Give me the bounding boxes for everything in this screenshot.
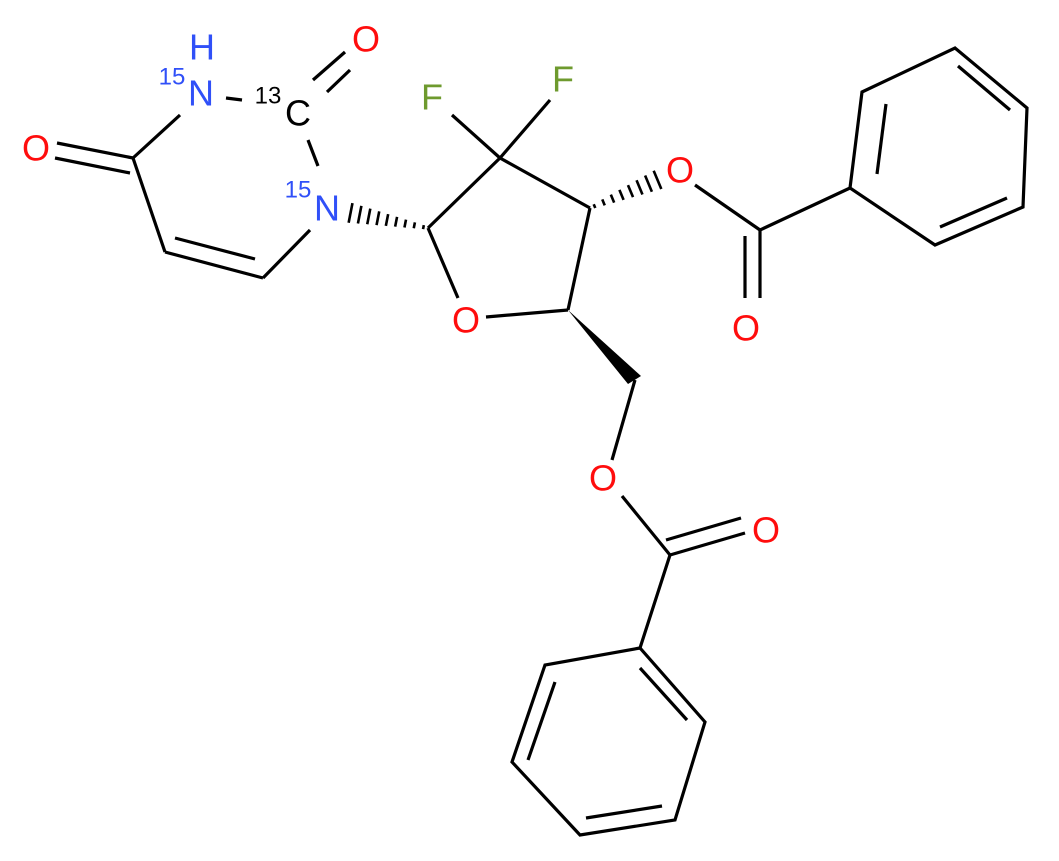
bond-c3-c2 [499, 156, 591, 210]
atom-o-ester5: O [589, 458, 617, 499]
isotope-c2: 13 [255, 83, 282, 110]
bond-n3-c4 [131, 113, 182, 160]
bond-c-o-carbonyl5 [669, 531, 746, 557]
hash-stroke [618, 189, 625, 201]
hash-stroke [384, 213, 390, 227]
bond-carbonyl3-phenyl [759, 186, 851, 232]
atom-o-c4: O [22, 128, 50, 169]
bond-o5-carbonyl5 [620, 494, 672, 557]
phenyl-2-double-a [526, 681, 557, 761]
hash-stroke [592, 203, 597, 209]
bond-o-carbonyl3 [694, 183, 761, 232]
phenyl-2-double-c [638, 666, 689, 722]
isotope-n1: 15 [285, 177, 312, 204]
hash-stroke [375, 211, 381, 226]
hash-stroke [652, 170, 663, 190]
hash-stroke [601, 198, 606, 206]
bond-c2-f2 [498, 98, 552, 160]
hash-stroke [356, 205, 363, 224]
bond-c4-o [56, 141, 134, 160]
hash-stroke [609, 194, 616, 204]
atom-o-c2: O [352, 19, 380, 60]
bond-c6-n1 [261, 228, 312, 280]
atom-o-carbonyl5: O [752, 510, 780, 551]
bond-n3-c2 [225, 96, 243, 102]
hash-stroke [626, 184, 635, 198]
atom-f2: F [552, 59, 574, 100]
bond-c2-o [311, 50, 347, 82]
hash-stroke [393, 216, 399, 227]
bond-c4-c3 [566, 207, 592, 311]
phenyl-ring-1 [848, 46, 1029, 247]
phenyl-1-double-a [875, 103, 888, 175]
bond-c4-c5 [131, 157, 167, 253]
bond-c-o-carbonyl5-double [665, 516, 742, 542]
bond-c2-o-double [325, 68, 352, 94]
atom-f1: F [421, 77, 443, 118]
bond-ch2-o5 [610, 379, 637, 461]
hashed-wedge-n1-c1 [347, 202, 426, 230]
bond-c1-c2prime [426, 156, 502, 230]
phenyl-ring-2 [510, 646, 707, 837]
bond-carbonyl5-phenyl [638, 554, 672, 649]
bond-c1-o4 [426, 227, 460, 299]
hash-stroke [421, 224, 426, 230]
atom-o-ring: O [452, 300, 480, 341]
isotope-n3: 15 [159, 64, 186, 91]
bond-o4-c4 [485, 308, 569, 319]
atom-n3-h: H [189, 27, 215, 68]
bond-c2-n1 [306, 139, 320, 167]
hash-stroke [347, 202, 354, 223]
atom-n3: N [188, 73, 214, 114]
bond-c5-c6 [164, 250, 264, 280]
hashed-wedge-c3-o [592, 170, 663, 209]
hash-stroke [412, 222, 417, 229]
atom-n1: N [314, 188, 340, 229]
phenyl-1-double-b [956, 64, 1012, 112]
phenyl-2-double-b [585, 804, 663, 820]
bonds [54, 46, 1029, 837]
bold-wedge-c4-ch2 [568, 310, 641, 384]
atom-o-carbonyl3: O [732, 308, 760, 349]
bond-c5-c6-double [174, 236, 256, 261]
hash-stroke [403, 219, 408, 228]
hash-stroke [365, 208, 372, 225]
hash-stroke [643, 174, 654, 193]
bond-c2-f1 [450, 113, 502, 160]
atom-labels: H N 15 C 13 O N 15 O F F O O O O O [22, 19, 780, 551]
atom-c2: C [285, 93, 311, 134]
bond-c4-o-double [54, 156, 131, 175]
phenyl-1-double-c [939, 196, 1008, 229]
hash-stroke [635, 179, 644, 195]
atom-o-ester3: O [666, 150, 694, 191]
